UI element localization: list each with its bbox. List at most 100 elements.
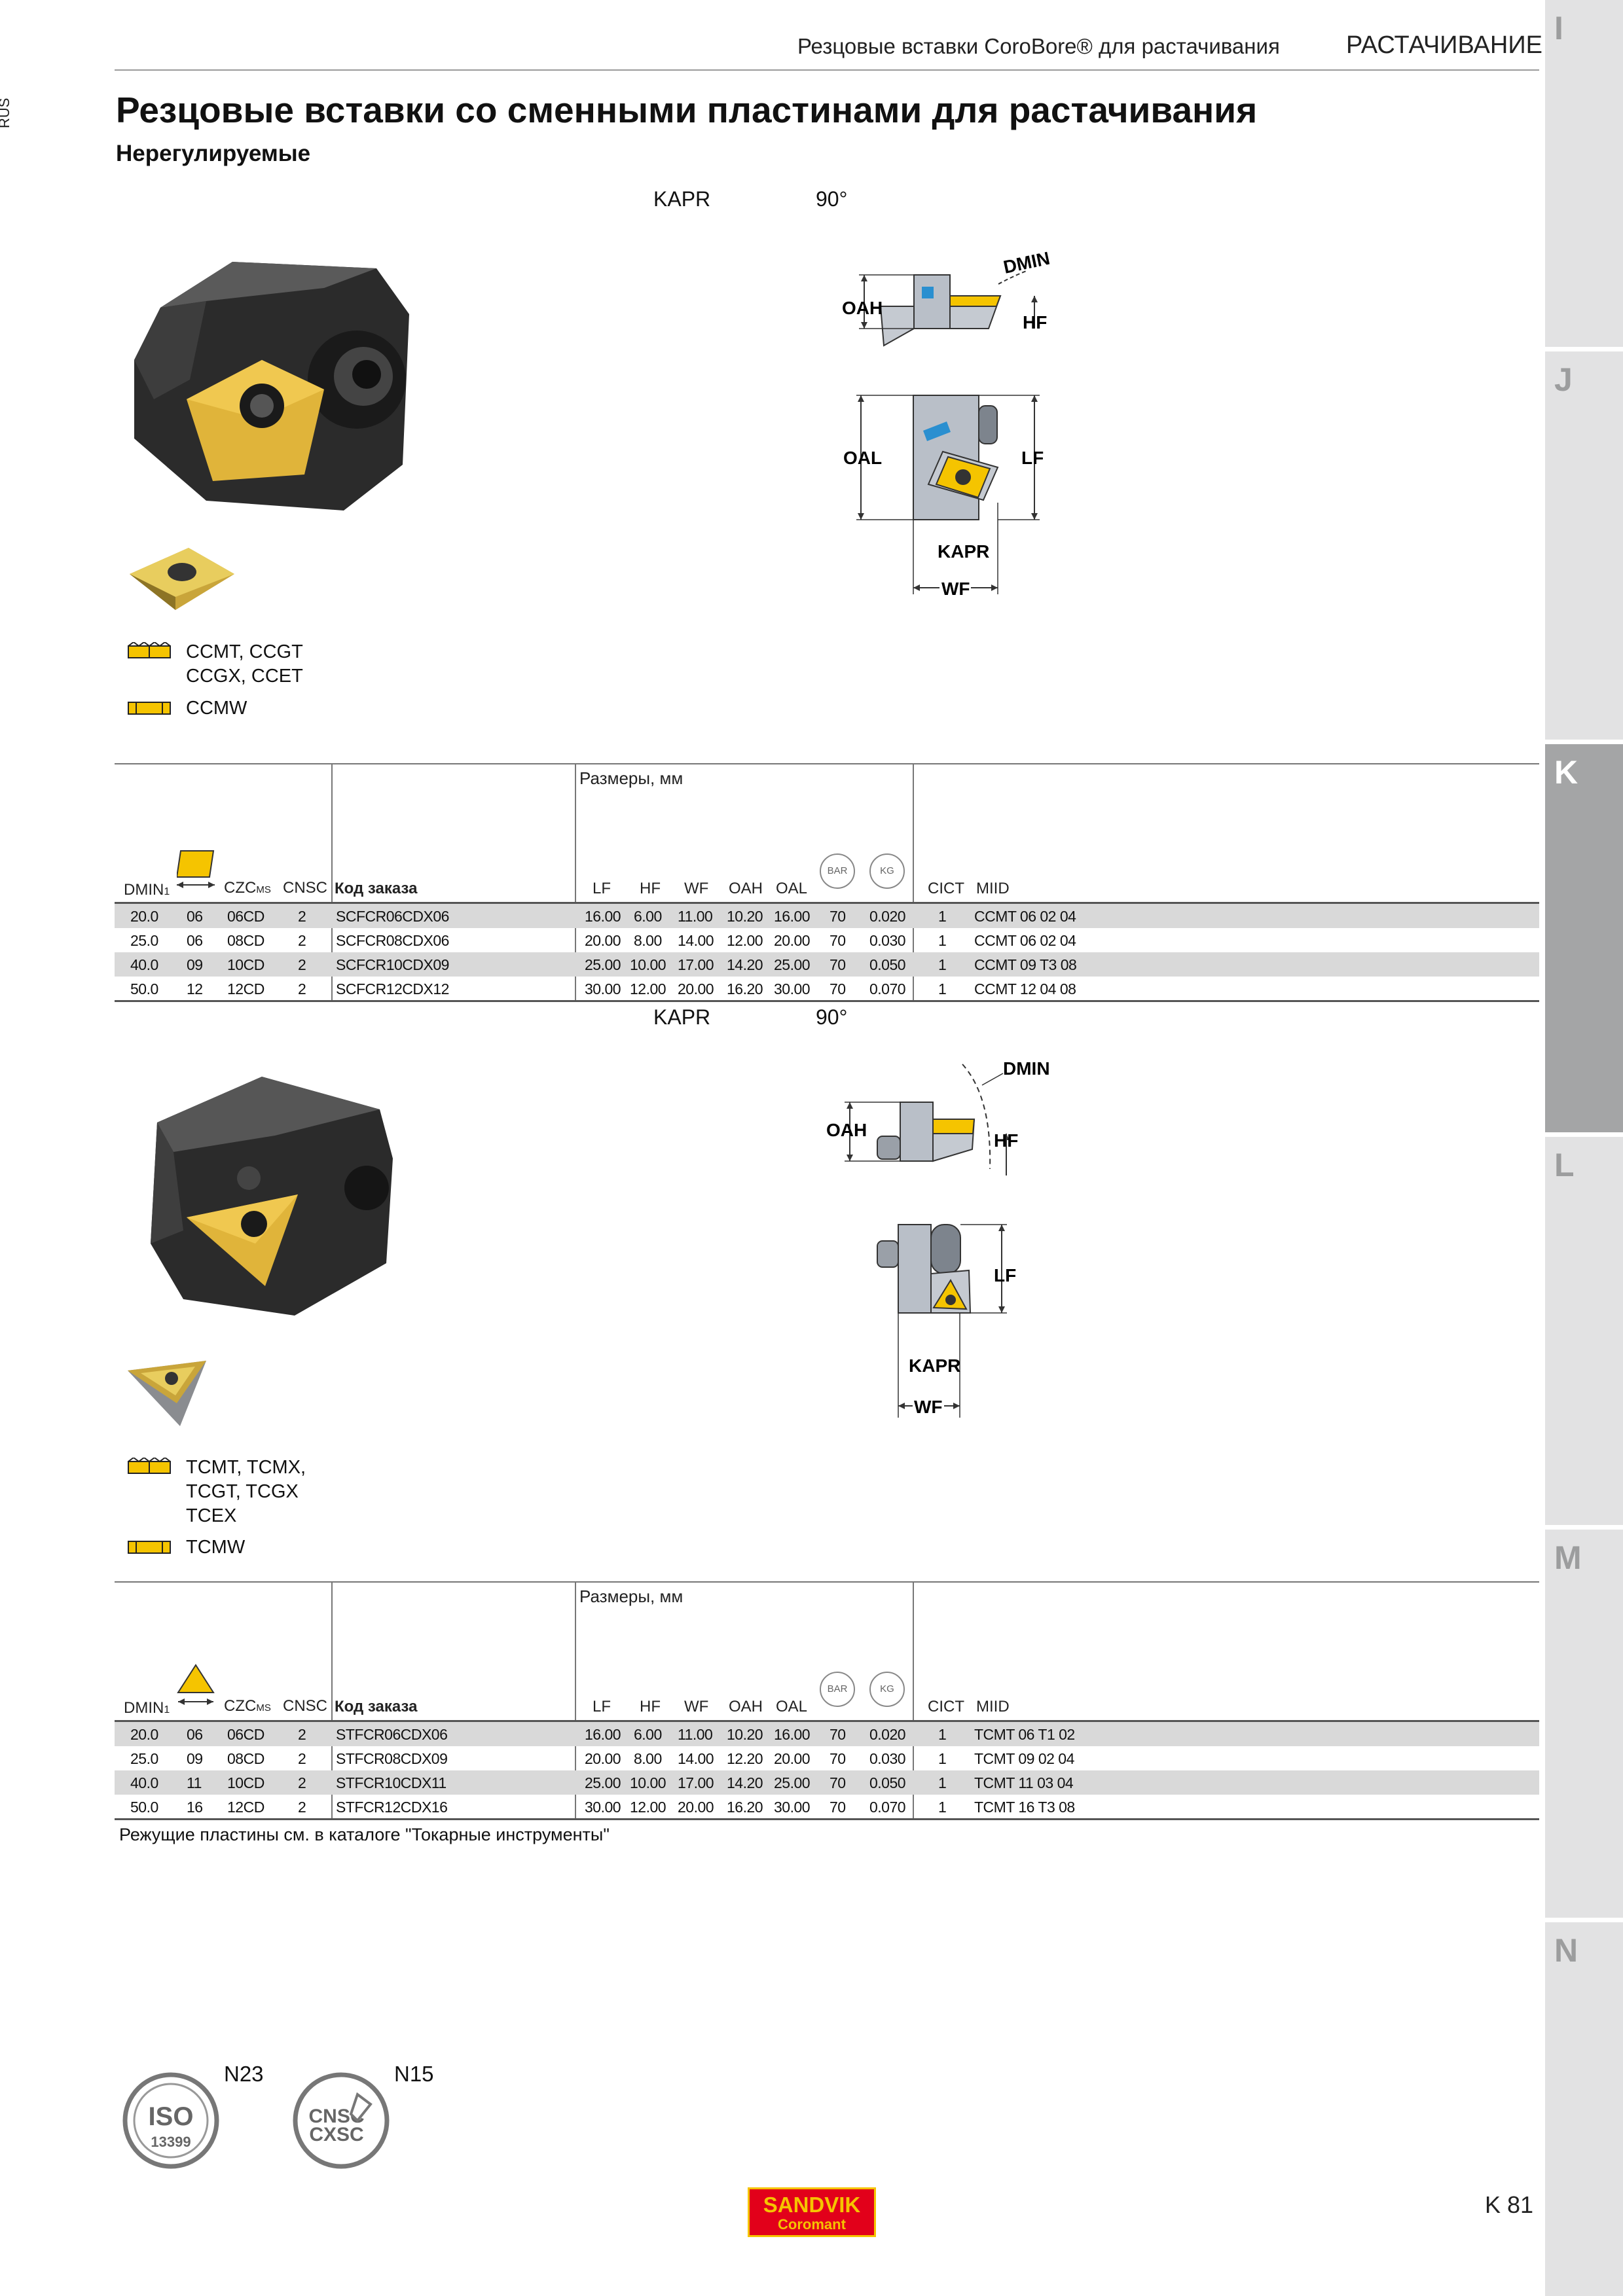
language-label: RUS [0, 98, 12, 128]
insert-size-icon [177, 850, 215, 888]
label-wf: WF [941, 579, 970, 599]
insert-positive-chipbreaker-icon [128, 642, 171, 658]
kapr-label: KAPR [653, 1005, 711, 1029]
col-lf: LF [593, 880, 611, 897]
page-subtitle: Нерегулируемые [116, 141, 311, 166]
technical-drawing-2: OAH HF DMIN LF KAPR WF [818, 1051, 1067, 1431]
product-image-cartridge-tcmt [144, 1073, 399, 1322]
dims-caption: Размеры, мм [579, 1587, 684, 1606]
label-kapr: KAPR [938, 541, 989, 562]
label-oal: OAL [843, 448, 882, 468]
header-rule [115, 69, 1539, 71]
col-order-code: Код заказа [335, 1698, 418, 1715]
label-hf: HF [994, 1130, 1018, 1151]
product-table-2: Размеры, мм BAR KG DMIN1 CZCMS CNSC Код … [115, 1581, 1539, 1820]
col-miid: MIID [976, 1698, 1010, 1715]
col-czc: CZCMS [224, 879, 271, 897]
label-kapr: KAPR [909, 1355, 960, 1376]
legend-line: TCGT, TCGX [186, 1481, 299, 1502]
col-cnsc: CNSC [283, 879, 328, 897]
legend-line: TCMT, TCMX, [186, 1457, 306, 1478]
label-wf: WF [914, 1397, 943, 1417]
col-lf: LF [593, 1698, 611, 1715]
kapr-value: 90° [816, 187, 848, 211]
header-subtitle: Резцовые вставки CoroBore® для растачива… [797, 34, 1280, 58]
legend-line: TCMW [186, 1537, 246, 1558]
col-cict: CICT [928, 1698, 964, 1715]
label-oah: OAH [826, 1120, 867, 1140]
kg-icon: KG [869, 853, 905, 889]
legend-item-positive: TCMT, TCMX, TCGT, TCGX TCEX [126, 1456, 306, 1528]
col-oah: OAH [729, 880, 763, 897]
page-title: Резцовые вставки со сменными пластинами … [116, 90, 1258, 130]
col-czc: CZCMS [224, 1697, 271, 1715]
dims-caption: Размеры, мм [579, 768, 684, 788]
col-dmin: DMIN1 [124, 881, 170, 899]
insert-wiper-icon [128, 1541, 171, 1554]
kapr-value: 90° [816, 1005, 848, 1029]
label-lf: LF [994, 1265, 1016, 1285]
iso-13399-badge-icon[interactable]: ISO 13399 [122, 2072, 220, 2173]
insert-image-ccmt [126, 545, 238, 617]
badge-label-cnsc: N15 [394, 2062, 434, 2086]
col-oah: OAH [729, 1698, 763, 1715]
badge-text-bottom: CXSC [309, 2124, 363, 2145]
col-miid: MIID [976, 880, 1010, 897]
badge-text-bottom: 13399 [151, 2134, 191, 2150]
legend-item-wiper: TCMW [126, 1535, 245, 1560]
label-dmin: DMIN [1002, 248, 1051, 278]
section-tabs: I J K L M N [1545, 0, 1623, 2296]
label-oah: OAH [842, 298, 883, 318]
tab-m[interactable]: M [1545, 1530, 1623, 1918]
product-table-1: Размеры, мм BAR KG DMIN1 CZCMS CNSC Код … [115, 763, 1539, 1002]
col-wf: WF [684, 1698, 709, 1715]
tab-i[interactable]: I [1545, 0, 1623, 347]
insert-wiper-icon [128, 702, 171, 715]
badge-text-top: ISO [149, 2102, 194, 2131]
legend-line: TCEX [186, 1505, 237, 1526]
col-hf: HF [640, 880, 661, 897]
col-cnsc: CNSC [283, 1697, 328, 1715]
bar-icon: BAR [820, 853, 855, 889]
brand-sub: Coromant [778, 2216, 847, 2233]
legend-item-wiper: CCMW [126, 696, 247, 721]
tab-k[interactable]: K [1545, 744, 1623, 1132]
page-number: K 81 [1485, 2191, 1534, 2218]
col-cict: CICT [928, 880, 964, 897]
brand-name: SANDVIK [763, 2193, 861, 2217]
legend-line: CCMW [186, 698, 247, 719]
insert-image-tcmt [124, 1357, 210, 1429]
legend-line: CCGX, CCET [186, 666, 303, 687]
label-lf: LF [1021, 448, 1044, 468]
col-order-code: Код заказа [335, 880, 418, 897]
label-hf: HF [1023, 312, 1047, 332]
header-section: РАСТАЧИВАНИЕ [1346, 31, 1542, 59]
legend-line: CCMT, CCGT [186, 641, 303, 662]
sandvik-coromant-logo: SANDVIK Coromant [748, 2187, 876, 2240]
col-oal: OAL [776, 880, 808, 897]
cnsc-cxsc-badge-icon[interactable]: CNSC CXSC [292, 2072, 390, 2173]
badge-label-iso: N23 [224, 2062, 264, 2086]
col-oal: OAL [776, 1698, 808, 1715]
tab-j[interactable]: J [1545, 351, 1623, 740]
technical-drawing-1: OAH HF DMIN OAL LF KAPR WF [831, 241, 1080, 607]
tab-n[interactable]: N [1545, 1922, 1623, 2296]
col-hf: HF [640, 1698, 661, 1715]
tab-l[interactable]: L [1545, 1137, 1623, 1525]
label-dmin: DMIN [1003, 1058, 1050, 1079]
bar-icon: BAR [820, 1672, 855, 1707]
footnote: Режущие пластины см. в каталоге "Токарны… [119, 1825, 610, 1844]
col-wf: WF [684, 880, 709, 897]
col-dmin: DMIN1 [124, 1699, 170, 1717]
kg-icon: KG [869, 1672, 905, 1707]
kapr-label: KAPR [653, 187, 711, 211]
product-image-cartridge-ccmt [128, 249, 416, 517]
